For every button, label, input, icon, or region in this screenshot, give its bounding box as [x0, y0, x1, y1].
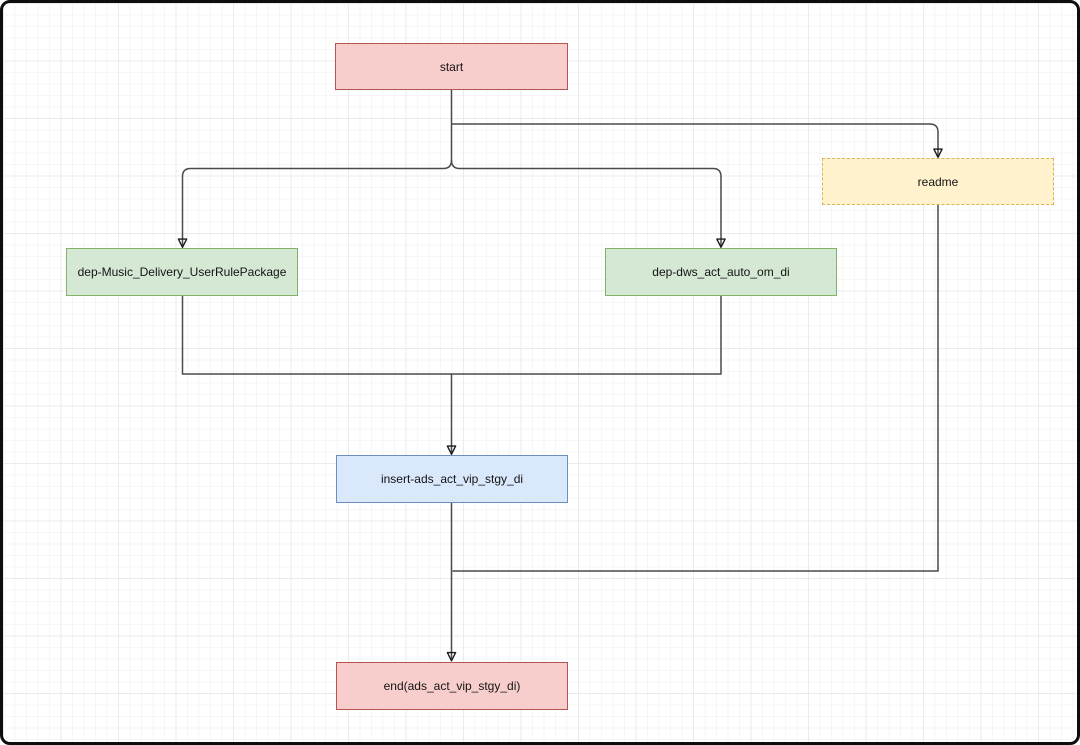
node-readme-label: readme	[917, 174, 959, 189]
edge-start-to-readme	[451, 123, 943, 159]
node-insert-label: insert-ads_act_vip_stgy_di	[380, 472, 524, 486]
node-end-label: end(ads_act_vip_stgy_di)	[383, 679, 521, 693]
edge-layer	[177, 90, 943, 662]
node-start[interactable]: start	[335, 43, 568, 90]
node-dep-music-delivery-userrulepackage[interactable]: dep-Music_Delivery_UserRulePackage	[66, 248, 298, 296]
node-readme[interactable]: readme	[822, 158, 1054, 205]
node-dep-music-label: dep-Music_Delivery_UserRulePackage	[77, 265, 287, 279]
edge-dep-dws-to-insert	[451, 296, 722, 375]
node-dep-dws-act-auto-om-di[interactable]: dep-dws_act_auto_om_di	[605, 248, 837, 296]
edge-dep-music-to-insert	[181, 296, 452, 375]
edge-start-to-dep-music	[177, 90, 453, 249]
node-insert-ads-act-vip-stgy-di[interactable]: insert-ads_act_vip_stgy_di	[336, 455, 568, 503]
node-end-ads-act-vip-stgy-di[interactable]: end(ads_act_vip_stgy_di)	[336, 662, 568, 710]
node-dep-dws-label: dep-dws_act_auto_om_di	[652, 265, 790, 279]
edge-start-to-dep-dws	[450, 159, 726, 249]
node-start-label: start	[439, 59, 464, 74]
